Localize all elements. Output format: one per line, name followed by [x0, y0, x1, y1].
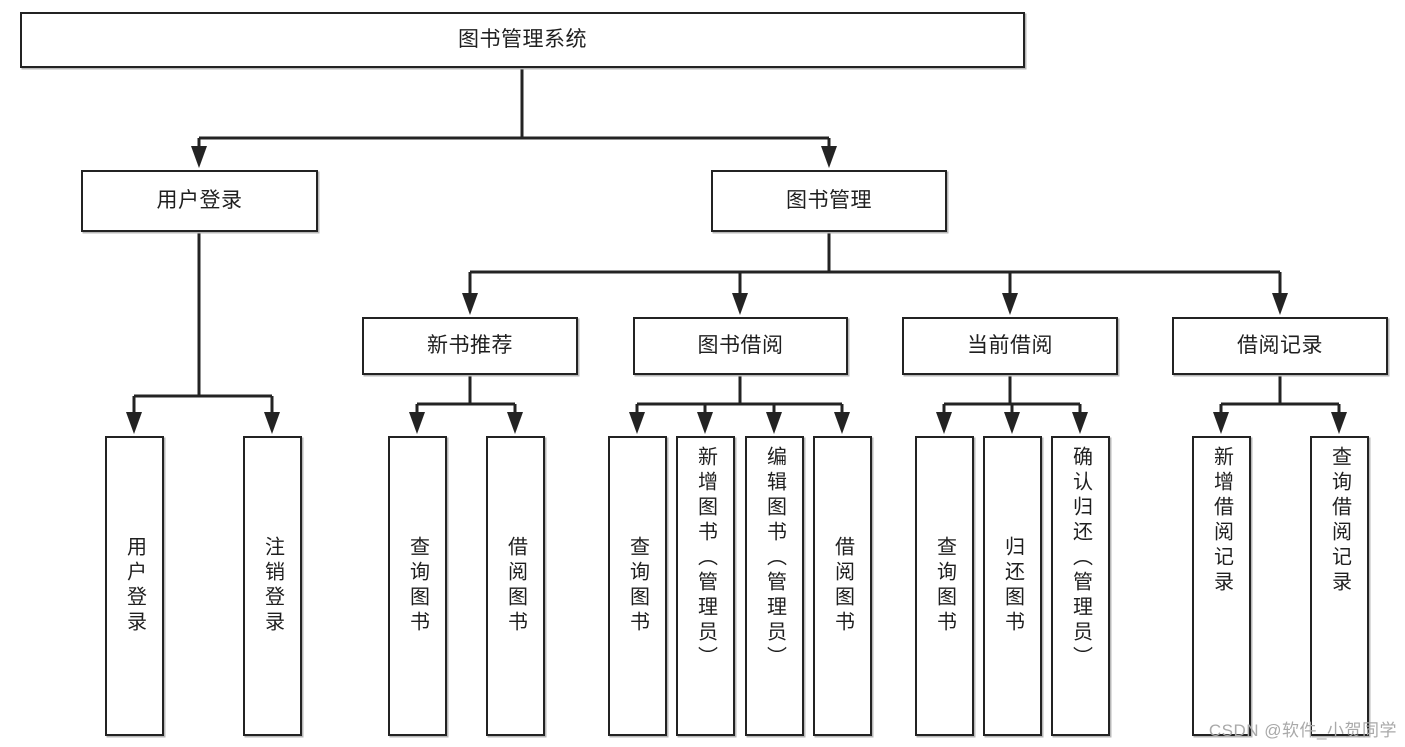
node-new-book-recommend[interactable]: 新书推荐 [362, 317, 578, 375]
node-label: 用户登录 [156, 188, 243, 212]
node-leaf-query-books-2[interactable]: 查询图书 [608, 436, 667, 736]
node-label: 借阅记录 [1237, 333, 1323, 357]
node-current-borrow[interactable]: 当前借阅 [902, 317, 1118, 375]
csdn-watermark: CSDN @软件_小贺同学 [1208, 721, 1397, 740]
node-label: 图书管理系统 [458, 27, 587, 51]
node-user-login[interactable]: 用户登录 [81, 170, 318, 232]
node-leaf-borrow-books-1[interactable]: 借阅图书 [486, 436, 545, 736]
node-label: 新增图书（管理员） [694, 446, 717, 671]
node-label: 新增借阅记录 [1210, 446, 1233, 596]
node-leaf-borrow-books-2[interactable]: 借阅图书 [813, 436, 872, 736]
node-label: 用户登录 [123, 536, 146, 636]
node-label: 查询图书 [933, 536, 956, 636]
node-book-management[interactable]: 图书管理 [711, 170, 947, 232]
node-label: 新书推荐 [427, 333, 513, 357]
node-label: 归还图书 [1001, 536, 1024, 636]
node-label: 注销登录 [261, 536, 284, 636]
node-leaf-query-books-1[interactable]: 查询图书 [388, 436, 447, 736]
node-label: 确认归还（管理员） [1069, 446, 1092, 671]
node-leaf-confirm-return-admin[interactable]: 确认归还（管理员） [1051, 436, 1110, 736]
node-leaf-query-borrow-record[interactable]: 查询借阅记录 [1310, 436, 1369, 736]
node-leaf-add-borrow-record[interactable]: 新增借阅记录 [1192, 436, 1251, 736]
node-label: 图书借阅 [697, 333, 784, 357]
node-leaf-user-login[interactable]: 用户登录 [105, 436, 164, 736]
node-label: 查询图书 [626, 536, 649, 636]
node-system-title[interactable]: 图书管理系统 [20, 12, 1025, 68]
node-leaf-logout[interactable]: 注销登录 [243, 436, 302, 736]
node-label: 借阅图书 [504, 536, 527, 636]
node-leaf-query-books-3[interactable]: 查询图书 [915, 436, 974, 736]
node-book-borrow[interactable]: 图书借阅 [633, 317, 848, 375]
node-label: 查询图书 [406, 536, 429, 636]
node-leaf-edit-book-admin[interactable]: 编辑图书（管理员） [745, 436, 804, 736]
node-label: 编辑图书（管理员） [763, 446, 786, 671]
node-label: 当前借阅 [967, 333, 1053, 357]
node-label: 查询借阅记录 [1328, 446, 1351, 596]
node-borrow-record[interactable]: 借阅记录 [1172, 317, 1388, 375]
node-label: 图书管理 [786, 188, 872, 212]
node-label: 借阅图书 [831, 536, 854, 636]
node-leaf-return-books[interactable]: 归还图书 [983, 436, 1042, 736]
node-leaf-add-book-admin[interactable]: 新增图书（管理员） [676, 436, 735, 736]
